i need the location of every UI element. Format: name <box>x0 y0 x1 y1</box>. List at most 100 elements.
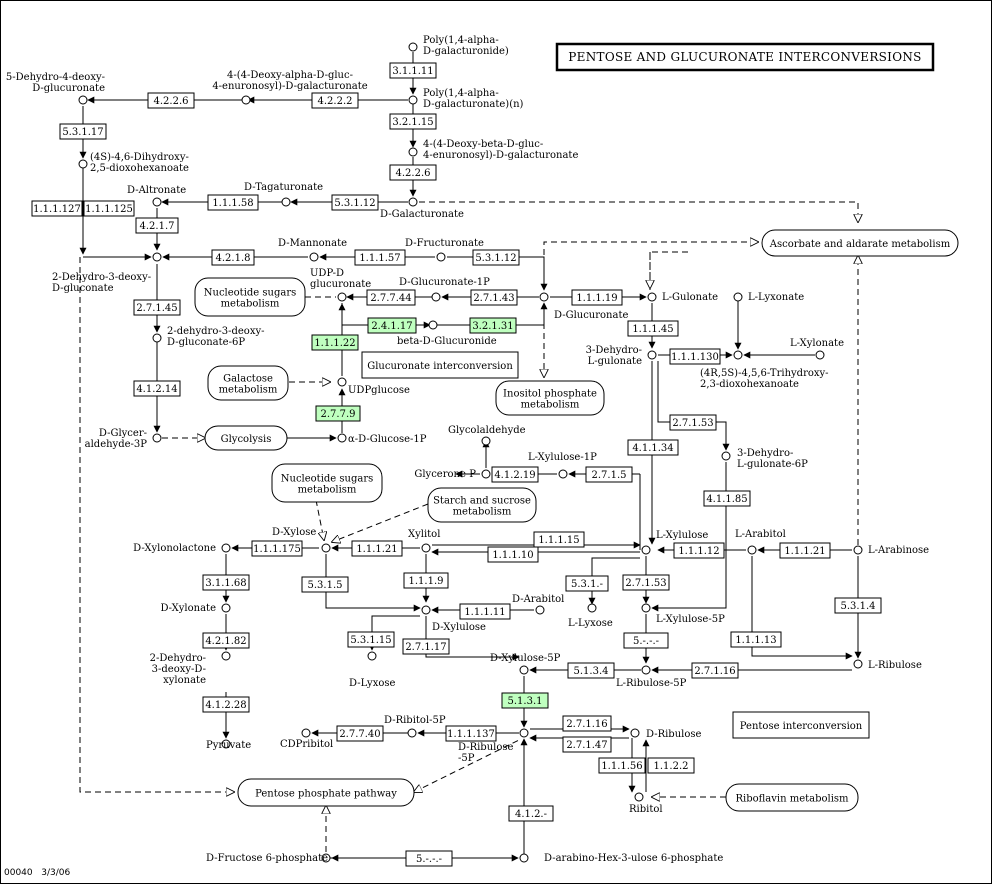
enzyme-5-3-1-12[interactable]: 5.3.1.12 <box>331 194 379 211</box>
enzyme-5-3-1-15[interactable]: 5.3.1.15 <box>347 631 395 648</box>
compound-node-d-fructose-6p[interactable] <box>321 853 331 863</box>
enzyme-1-1-1-58[interactable]: 1.1.1.58 <box>207 194 259 211</box>
enzyme-3-1-1-68[interactable]: 3.1.1.68 <box>202 574 250 591</box>
enzyme-2-7-1-5[interactable]: 2.7.1.5 <box>585 466 633 483</box>
enzyme-2-7-1-47[interactable]: 2.7.1.47 <box>562 736 612 753</box>
enzyme-4-1-1-34[interactable]: 4.1.1.34 <box>627 439 679 456</box>
compound-node-deoxy-alpha-gluc[interactable] <box>241 95 251 105</box>
compound-node-d-xylonate[interactable] <box>221 603 231 613</box>
enzyme-1-1-1-22[interactable]: 1.1.1.22 <box>311 334 359 351</box>
enzyme-5-3-1-17[interactable]: 5.3.1.17 <box>59 123 107 140</box>
compound-node-d-xylose[interactable] <box>321 543 331 553</box>
compound-node-d-glyceraldehyde-3p[interactable] <box>152 433 162 443</box>
compound-node-dehydro-l-gulonate-6p[interactable] <box>721 451 731 461</box>
enzyme-2-7-1-17[interactable]: 2.7.1.17 <box>402 638 450 655</box>
enzyme-5-3-1-12[interactable]: 5.3.1.12 <box>472 249 520 266</box>
enzyme-5-1-3-4[interactable]: 5.1.3.4 <box>567 662 615 679</box>
enzyme-1-1-1-45[interactable]: 1.1.1.45 <box>627 320 679 337</box>
enzyme-4-1-2-14[interactable]: 4.1.2.14 <box>133 380 181 397</box>
compound-node-dehydro-deoxy-xylonate[interactable] <box>221 651 231 661</box>
compound-node-l-xylonate[interactable] <box>815 350 825 360</box>
compound-node-d-mannonate[interactable] <box>309 252 319 262</box>
map-link-riboflavin[interactable]: Riboflavin metabolism <box>725 783 859 812</box>
enzyme-4-2-1-8[interactable]: 4.2.1.8 <box>211 249 255 266</box>
enzyme-2-7-1-45[interactable]: 2.7.1.45 <box>133 299 181 316</box>
compound-node-glycolaldehyde[interactable] <box>481 436 491 446</box>
compound-node-d-glucuronate[interactable] <box>539 292 549 302</box>
compound-node-poly-galacturonide[interactable] <box>408 42 418 52</box>
enzyme-1-1-1-57[interactable]: 1.1.1.57 <box>354 249 406 266</box>
compound-node-l-lyxose[interactable] <box>587 603 597 613</box>
compound-node-beta-d-glucuronide[interactable] <box>428 320 438 330</box>
compound-node-l-gulonate[interactable] <box>647 292 657 302</box>
enzyme-2-7-7-44[interactable]: 2.7.7.44 <box>366 289 416 306</box>
enzyme-5-3-1--[interactable]: 5.3.1.- <box>565 575 609 592</box>
compound-node-alpha-d-glucose-1p[interactable] <box>337 433 347 443</box>
compound-node-udp-glucuronate[interactable] <box>337 292 347 302</box>
enzyme-4-1-2-19[interactable]: 4.1.2.19 <box>491 466 539 483</box>
enzyme-4-2-2-6[interactable]: 4.2.2.6 <box>389 164 437 181</box>
enzyme-4-1-2--[interactable]: 4.1.2.- <box>508 805 554 822</box>
map-link-pentose-phosphate[interactable]: Pentose phosphate pathway <box>237 778 415 807</box>
enzyme-1-1-1-127[interactable]: 1.1.1.127 <box>31 200 83 217</box>
compound-node-kdg[interactable] <box>152 252 162 262</box>
map-link-glycolysis[interactable]: Glycolysis <box>204 425 288 451</box>
enzyme-1-1-1-10[interactable]: 1.1.1.10 <box>487 546 539 563</box>
enzyme-4-2-1-82[interactable]: 4.2.1.82 <box>202 632 250 649</box>
compound-node-d-altronate[interactable] <box>152 197 162 207</box>
enzyme-4-1-1-85[interactable]: 4.1.1.85 <box>703 490 751 507</box>
enzyme-3-2-1-31[interactable]: 3.2.1.31 <box>469 317 517 334</box>
enzyme-4-1-2-28[interactable]: 4.1.2.28 <box>202 696 250 713</box>
enzyme-5------[interactable]: 5.-.-.- <box>405 850 453 867</box>
enzyme-2-7-7-9[interactable]: 2.7.7.9 <box>315 405 361 422</box>
compound-node-dihydroxy-dioxo[interactable] <box>78 159 88 169</box>
enzyme-2-7-1-16[interactable]: 2.7.1.16 <box>691 662 739 679</box>
compound-node-d-arabino-hex[interactable] <box>519 853 529 863</box>
enzyme-2-7-1-53[interactable]: 2.7.1.53 <box>622 574 670 591</box>
enzyme-1-1-1-125[interactable]: 1.1.1.125 <box>83 200 135 217</box>
compound-node-d-tagaturonate[interactable] <box>281 197 291 207</box>
enzyme-4-2-1-7[interactable]: 4.2.1.7 <box>135 217 179 234</box>
compound-node-d-ribulose[interactable] <box>630 728 640 738</box>
compound-node-xylitol[interactable] <box>421 543 431 553</box>
enzyme-1-1-1-12[interactable]: 1.1.1.12 <box>673 542 725 559</box>
compound-node-d-ribulose-5p[interactable] <box>519 728 529 738</box>
compound-node-l-ribulose[interactable] <box>853 659 863 669</box>
enzyme-5------[interactable]: 5.-.-.- <box>623 632 669 649</box>
compound-node-d-xylulose[interactable] <box>421 605 431 615</box>
enzyme-2-7-1-53[interactable]: 2.7.1.53 <box>669 414 717 431</box>
enzyme-1-1-1-21[interactable]: 1.1.1.21 <box>779 542 831 559</box>
compound-node-l-arabitol[interactable] <box>747 545 757 555</box>
compound-node-dehydro-l-gulonate[interactable] <box>647 350 657 360</box>
enzyme-5-3-1-5[interactable]: 5.3.1.5 <box>301 576 349 593</box>
compound-node-l-xylulose[interactable] <box>641 545 651 555</box>
compound-node-dehydro-deoxy-glucuronate[interactable] <box>78 95 88 105</box>
compound-node-l-arabinose[interactable] <box>853 545 863 555</box>
enzyme-4-2-2-2[interactable]: 4.2.2.2 <box>311 92 359 109</box>
enzyme-3-1-1-11[interactable]: 3.1.1.11 <box>389 62 437 79</box>
compound-node-d-ribitol-5p[interactable] <box>407 728 417 738</box>
compound-node-d-xylulose-5p[interactable] <box>519 665 529 675</box>
enzyme-4-2-2-6[interactable]: 4.2.2.6 <box>147 92 195 109</box>
enzyme-2-7-1-43[interactable]: 2.7.1.43 <box>470 289 518 306</box>
compound-node-d-arabitol[interactable] <box>535 605 545 615</box>
compound-node-d-glucuronate-1p[interactable] <box>431 292 441 302</box>
compound-node-deoxy-beta-gluc[interactable] <box>408 147 418 157</box>
compound-node-pyruvate[interactable] <box>221 739 231 749</box>
enzyme-2-4-1-17[interactable]: 2.4.1.17 <box>367 317 417 334</box>
compound-node-l-xylulose-5p[interactable] <box>641 603 651 613</box>
enzyme-1-1-1-21[interactable]: 1.1.1.21 <box>351 540 403 557</box>
enzyme-2-7-7-40[interactable]: 2.7.7.40 <box>336 725 384 742</box>
enzyme-5-3-1-4[interactable]: 5.3.1.4 <box>834 597 882 614</box>
compound-node-d-xylonolactone[interactable] <box>221 543 231 553</box>
enzyme-1-1-1-175[interactable]: 1.1.1.175 <box>251 540 303 557</box>
map-link-ascorbate[interactable]: Ascorbate and aldarate metabolism <box>761 229 959 257</box>
compound-node-ribitol[interactable] <box>634 792 644 802</box>
compound-node-udpglucose[interactable] <box>337 377 347 387</box>
enzyme-1-1-1-15[interactable]: 1.1.1.15 <box>533 531 585 548</box>
compound-node-l-lyxonate[interactable] <box>733 292 743 302</box>
